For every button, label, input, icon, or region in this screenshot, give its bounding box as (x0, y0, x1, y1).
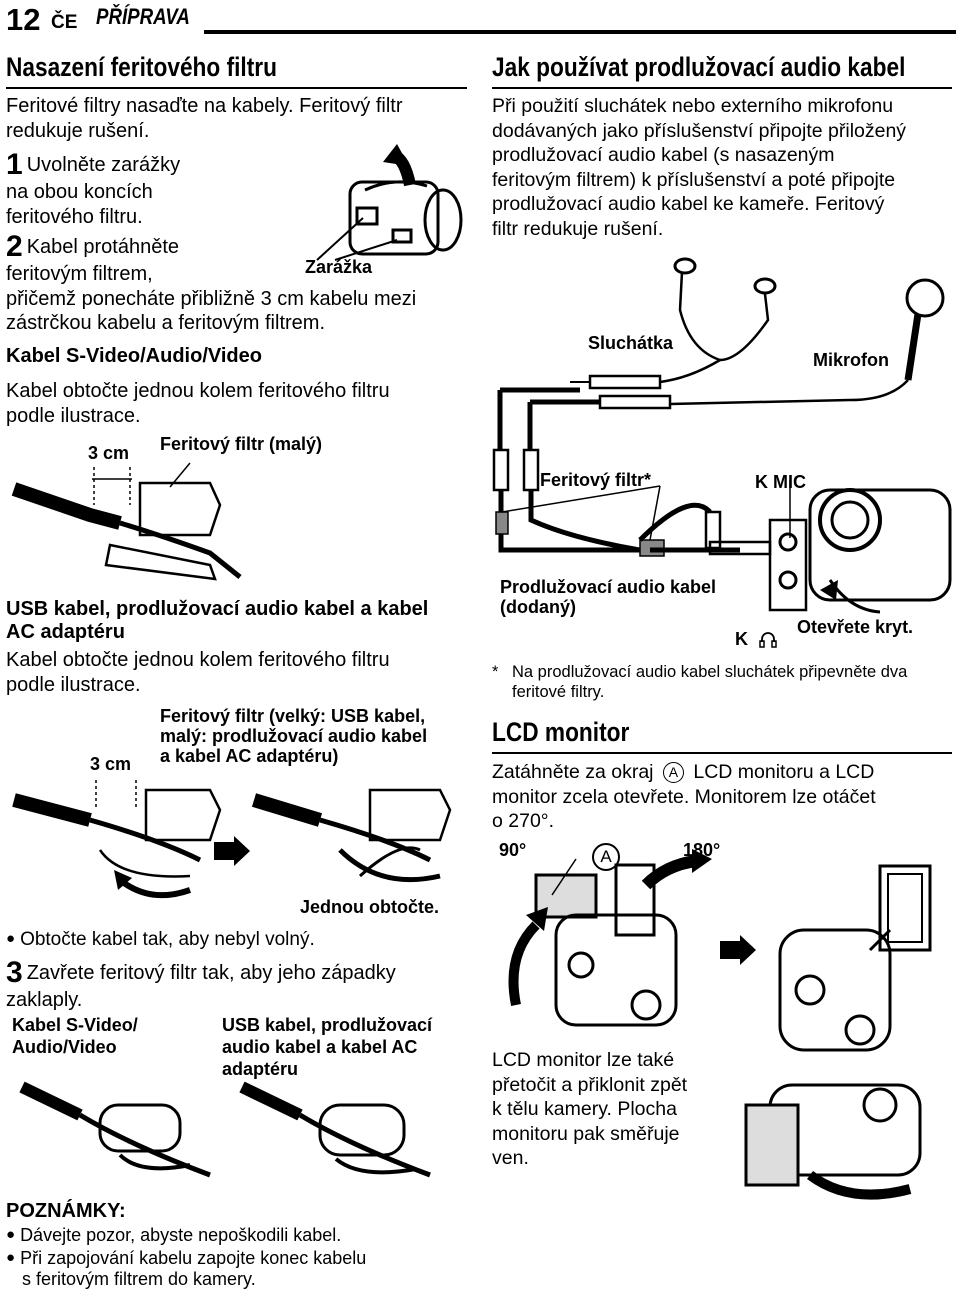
lcd-note: LCD monitor lze také přetočit a přikloni… (492, 1049, 688, 1169)
ferrite-large-wrap-illustration (12, 780, 222, 899)
label-zarazka: Zarážka (305, 257, 373, 277)
page-number: 12 (6, 2, 41, 37)
section-rule-lcd (492, 752, 952, 754)
lcd-open-illustration (778, 864, 932, 1052)
circle-a-icon: A (662, 762, 684, 783)
lcd-text: Zatáhněte za okraj A LCD monitoru a LCD … (492, 761, 876, 832)
section-title-audio: Jak používat prodlužovací audio kabel (492, 52, 906, 82)
arrow-right-icon (720, 935, 756, 965)
step-number: 1 (6, 148, 23, 181)
label-headphones: Sluchátka (588, 333, 674, 353)
svideo-heading: Kabel S-Video/Audio/Video (6, 345, 262, 367)
footnote: * Na prodlužovací audio kabel sluchátek … (492, 663, 908, 701)
svideo-text: Kabel obtočte jednou kolem feritového fi… (6, 380, 390, 427)
usb-heading: USB kabel, prodlužovací audio kabel a ka… (6, 598, 429, 643)
arrow-right-icon (214, 836, 250, 866)
notes-title: POZNÁMKY: (6, 1200, 126, 1222)
section-title-filter: Nasazení feritového filtru (6, 52, 277, 82)
section-rule-audio (492, 87, 952, 89)
footnote-mark: * (492, 663, 499, 681)
chapter-title: PŘÍPRAVA (96, 4, 190, 29)
notes-list: Dávejte pozor, abyste nepoškodili kabel.… (6, 1224, 366, 1291)
label-ferrite-filter: Feritový filtr* (540, 470, 652, 490)
ferrite-open-illustration (316, 144, 463, 261)
label-k-headphone: K (735, 627, 777, 649)
label-open-cover: Otevřete kryt. (797, 617, 914, 637)
label-90: 90° (499, 840, 527, 860)
label-once: Jednou obtočte. (300, 897, 439, 917)
note-item: Dávejte pozor, abyste nepoškodili kabel. (6, 1224, 366, 1247)
section-rule-filter (6, 87, 467, 89)
headphone-icon (759, 632, 777, 648)
header-rule (204, 30, 956, 34)
label-filter-large: Feritový filtr (velký: USB kabel, malý: … (160, 706, 428, 766)
label-3cm-small: 3 cm (88, 443, 130, 463)
lcd-folded-illustration (744, 1083, 922, 1200)
language-code: ČE (51, 12, 78, 33)
lcd-rotate-illustration (508, 849, 712, 1027)
ferrite-closed-small-illustration (19, 1081, 211, 1178)
note-item-continuation: s feritovým filtrem do kamery. (22, 1269, 256, 1289)
filter-intro: Feritové filtry nasaďte na kabely. Ferit… (6, 95, 403, 142)
label-3cm-large: 3 cm (90, 754, 132, 774)
label-usb: USB kabel, prodlužovací audio kabel a ka… (222, 1015, 433, 1079)
label-mic: Mikrofon (813, 350, 889, 370)
usb-text: Kabel obtočte jednou kolem feritového fi… (6, 649, 390, 696)
label-svideo: Kabel S-Video/ Audio/Video (12, 1015, 138, 1057)
circle-a-label: A (592, 843, 620, 871)
step-number: 2 (6, 230, 23, 263)
label-k-mic: K MIC (755, 472, 806, 492)
label-filter-small: Feritový filtr (malý) (160, 434, 323, 454)
audio-cable-illustration (492, 257, 952, 614)
label-cable-supplied: Prodlužovací audio kabel (dodaný) (500, 577, 717, 617)
step-number: 3 (6, 956, 23, 989)
section-title-lcd: LCD monitor (492, 717, 630, 747)
ferrite-large-wrapped-illustration (251, 788, 452, 883)
audio-text: Při použití sluchátek nebo externího mik… (492, 95, 907, 240)
page-header: 12 ČE PŘÍPRAVA (6, 2, 956, 38)
ferrite-closed-large-illustration (239, 1081, 431, 1178)
note-item: Při zapojování kabelu zapojte konec kabe… (6, 1247, 366, 1270)
bullet-wrap: Obtočte kabel tak, aby nebyl volný. (6, 927, 315, 953)
ferrite-small-cable-illustration (11, 462, 242, 581)
